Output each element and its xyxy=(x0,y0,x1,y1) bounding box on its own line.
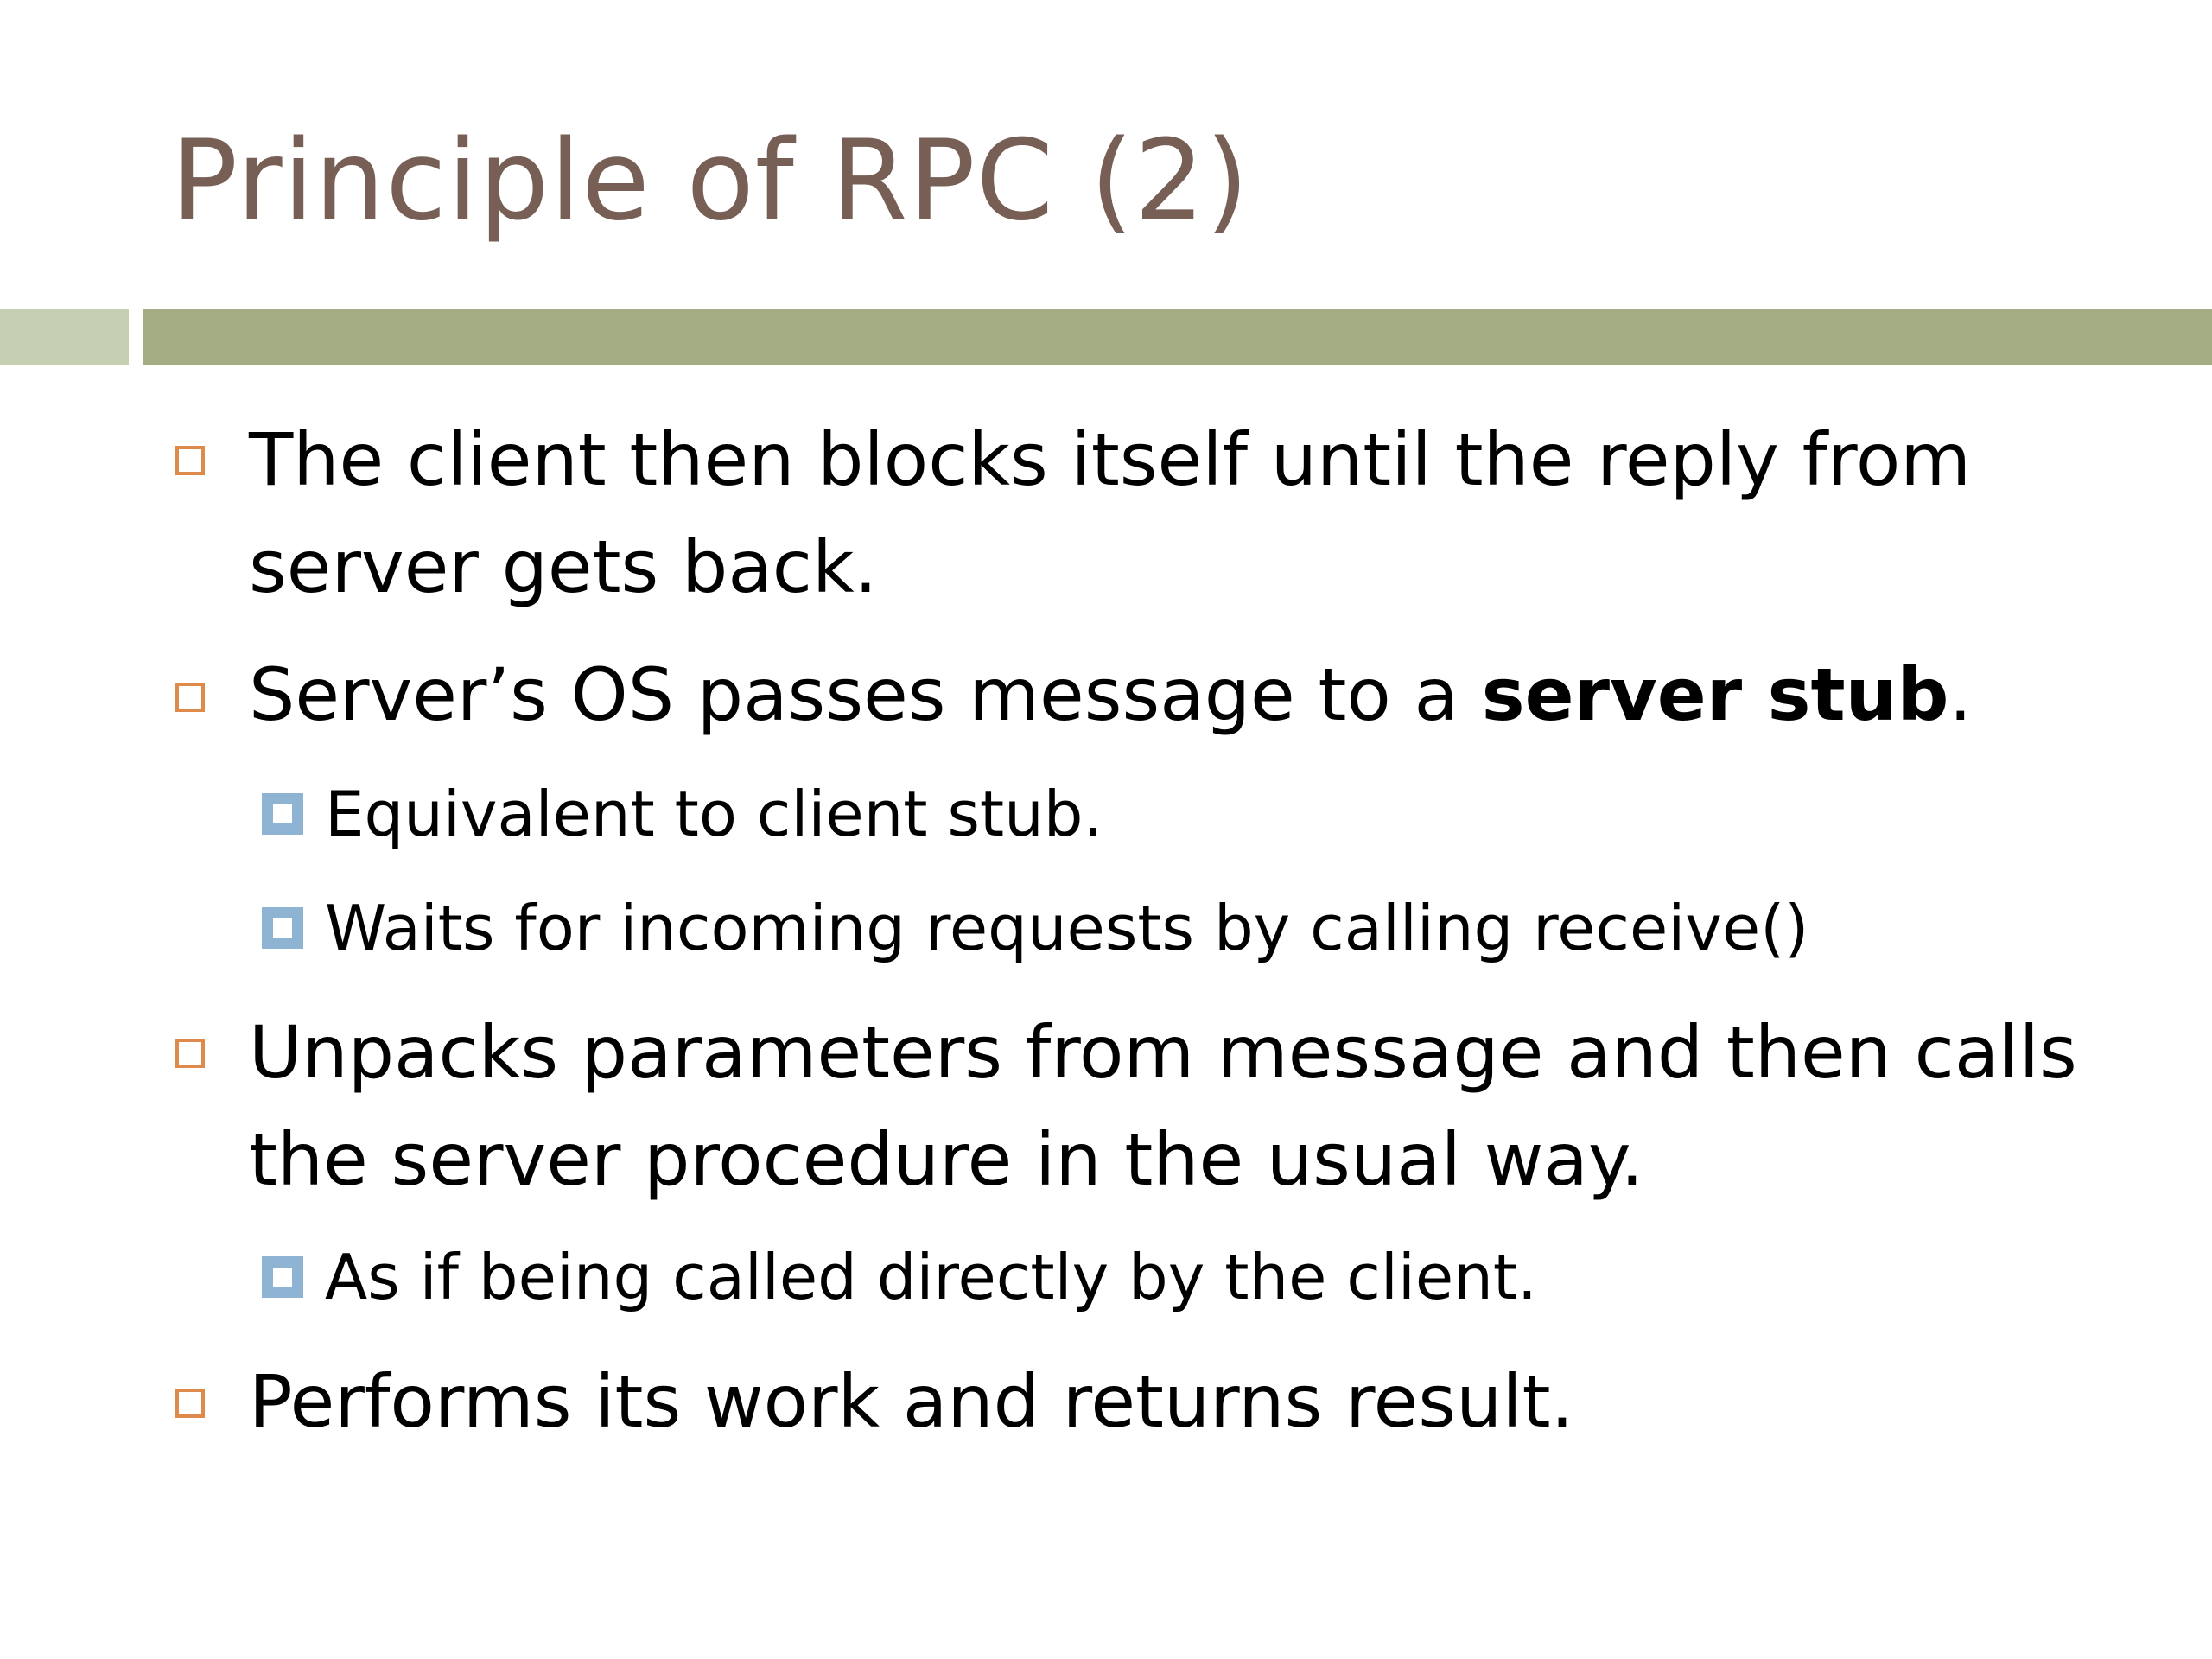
bullet-item-unpacks: Unpacks parameters from message and then… xyxy=(249,999,2077,1213)
square-bullet-icon xyxy=(175,683,205,712)
bullet-text-line: Unpacks parameters from message and then… xyxy=(249,1010,2077,1095)
square-bullet-icon xyxy=(175,1389,205,1418)
bullet-item-client-blocks: The client then blocks itself until the … xyxy=(249,406,1971,620)
slide-title: Principle of RPC (2) xyxy=(171,117,1249,245)
sub-bullet-item-as-if: As if being called directly by the clien… xyxy=(325,1241,1537,1313)
sub-square-bullet-icon xyxy=(262,1256,303,1298)
title-divider-accent xyxy=(0,309,129,365)
sub-bullet-item-waits: Waits for incoming requests by calling r… xyxy=(325,892,1809,964)
square-bullet-icon xyxy=(175,1039,205,1068)
bullet-text-line: server gets back. xyxy=(249,524,878,609)
title-divider-bar xyxy=(143,309,2212,365)
sub-square-bullet-icon xyxy=(262,907,303,949)
square-bullet-icon xyxy=(175,446,205,475)
sub-bullet-item-equivalent: Equivalent to client stub. xyxy=(325,778,1103,850)
bullet-item-performs: Performs its work and returns result. xyxy=(249,1359,1574,1444)
bullet-text: Server’s OS passes message to a xyxy=(249,652,1482,737)
sub-square-bullet-icon xyxy=(262,793,303,835)
bullet-text-bold: server stub xyxy=(1481,652,1949,737)
bullet-text-line: The client then blocks itself until the … xyxy=(249,417,1972,502)
bullet-text: . xyxy=(1948,652,1973,737)
bullet-text-line: the server procedure in the usual way. xyxy=(249,1117,1644,1202)
bullet-item-server-os: Server’s OS passes message to a server s… xyxy=(249,641,1972,748)
